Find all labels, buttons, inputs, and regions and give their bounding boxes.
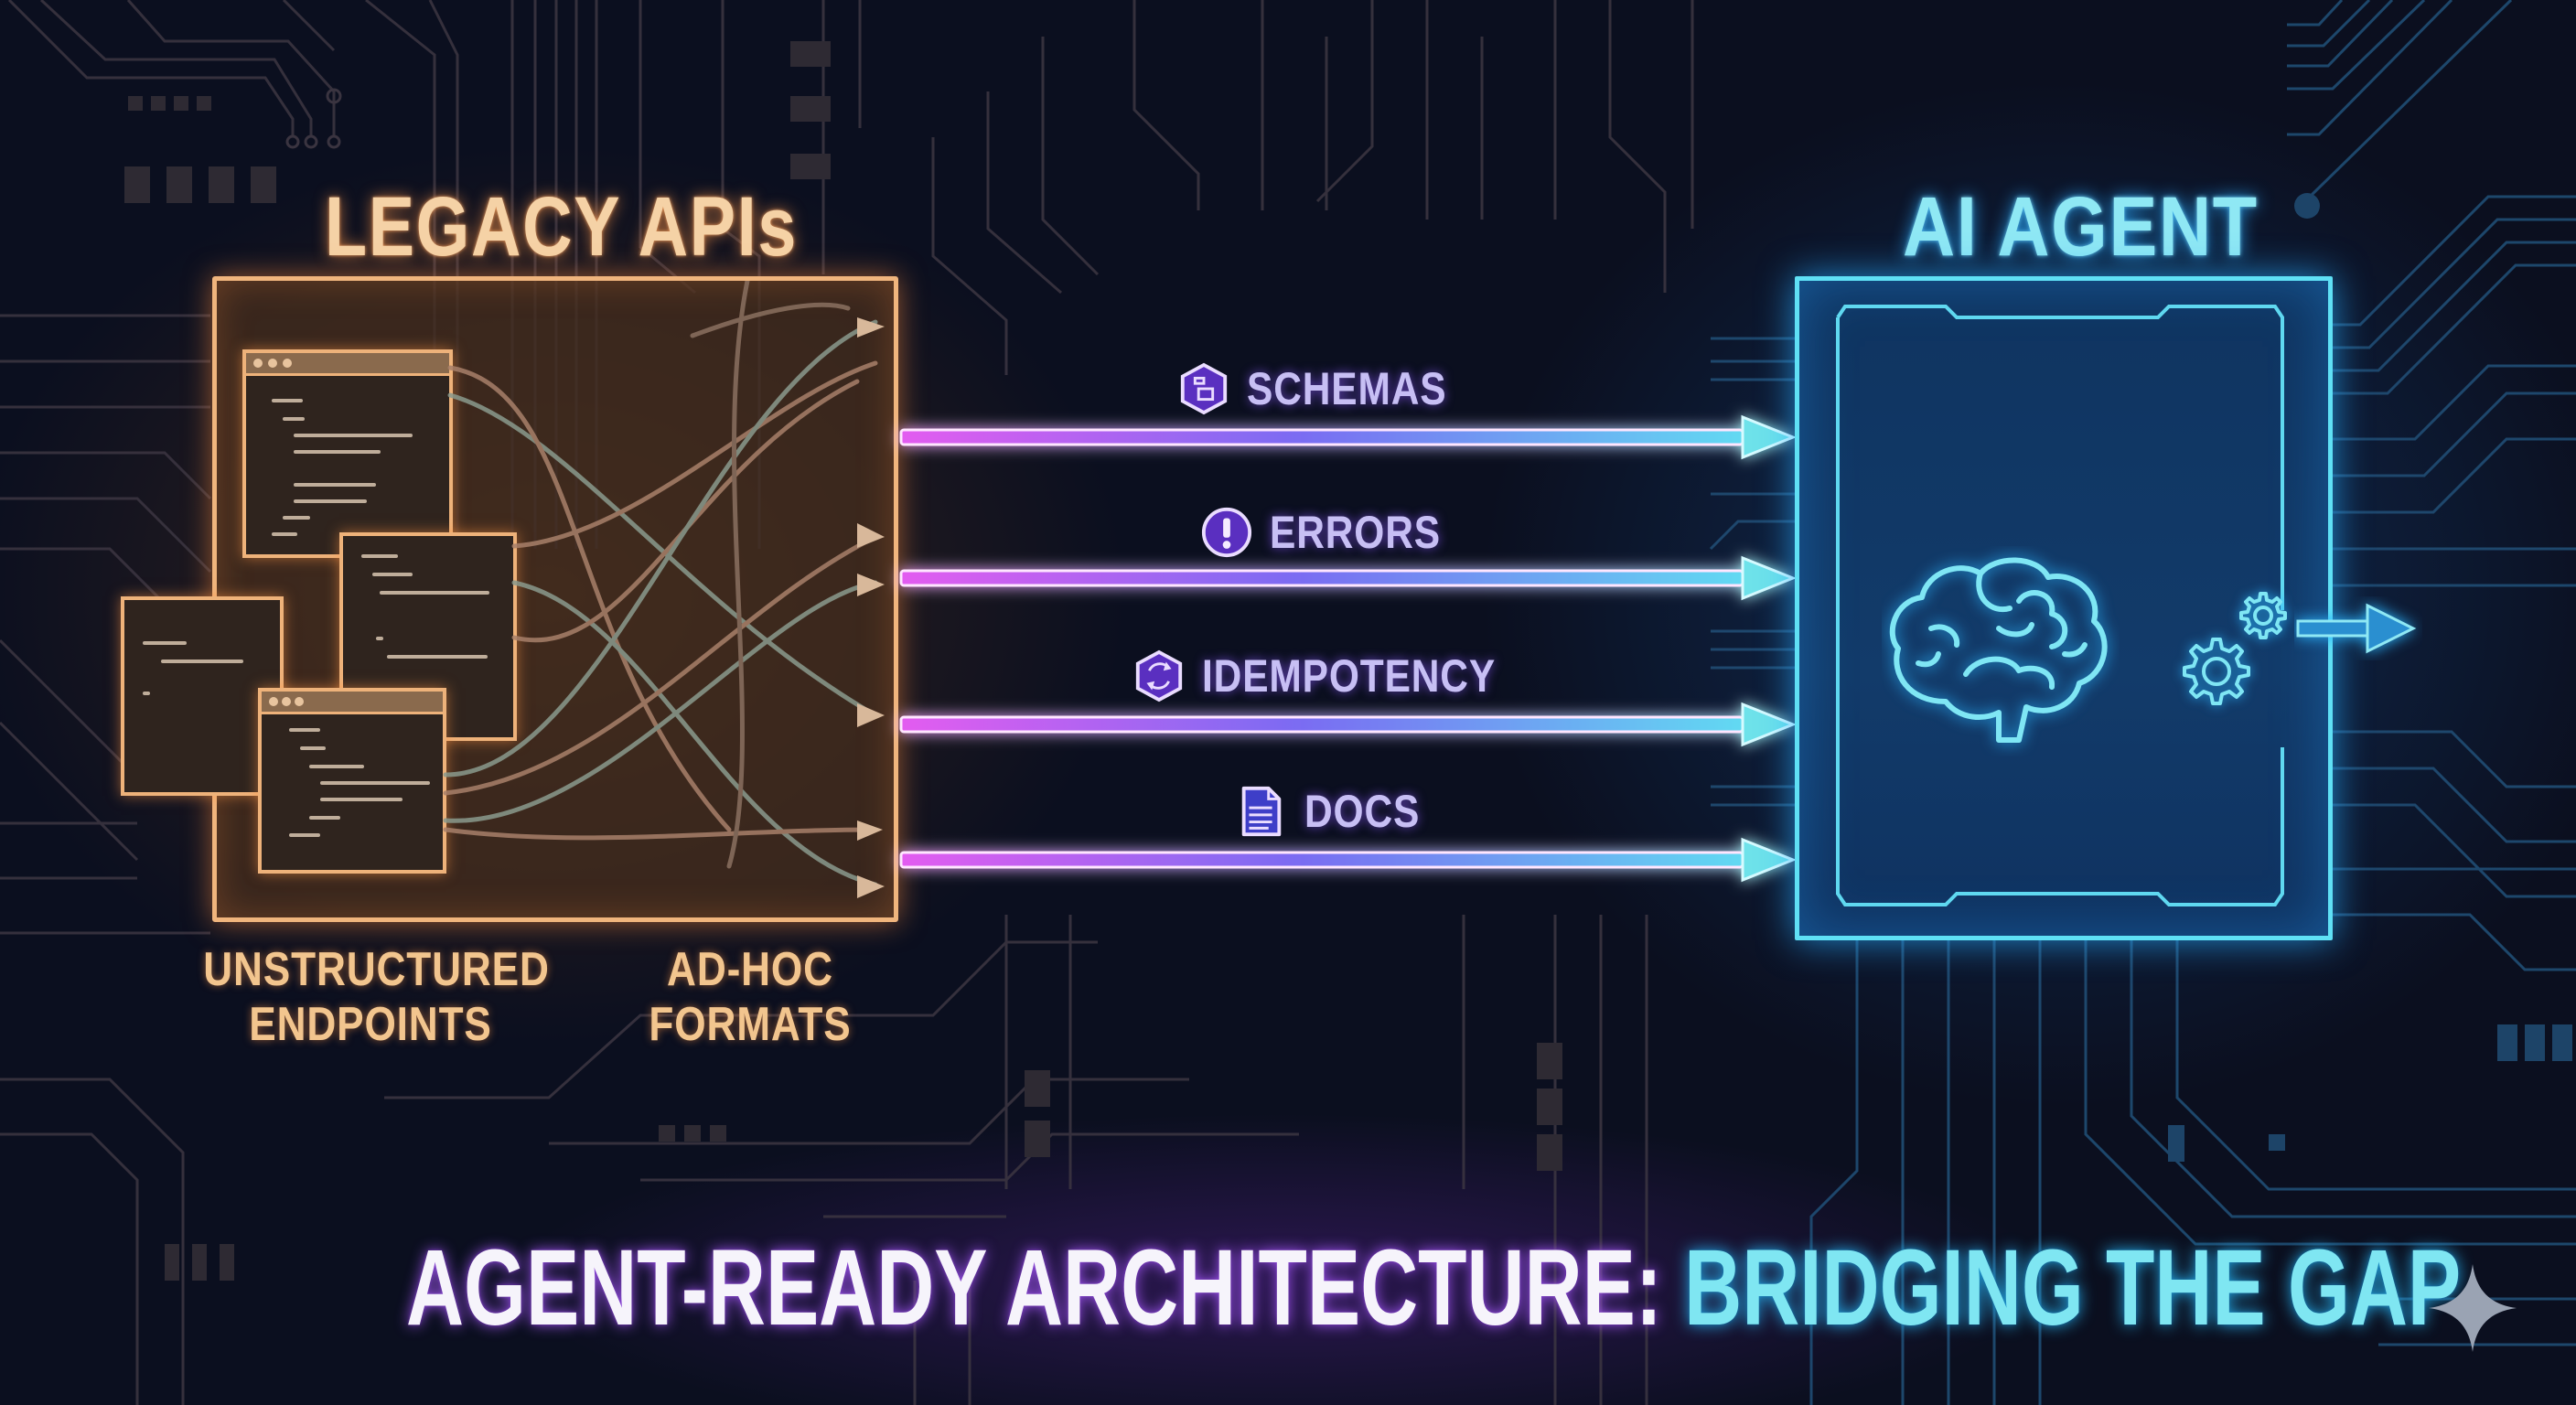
cycle-hexagon-icon (1135, 649, 1183, 702)
main-title-part1: AGENT-READY ARCHITECTURE: (406, 1228, 1662, 1348)
brain-icon (1889, 557, 2108, 743)
ad-hoc-formats-label: AD-HOC FORMATS (649, 943, 852, 1051)
agent-inner-frame (1836, 305, 2284, 906)
connection-label-schemas: SCHEMAS (1177, 362, 1482, 415)
ai-agent-box (1795, 276, 2333, 940)
arrow-docs (899, 837, 1798, 883)
ai-agent-title: AI AGENT (1903, 180, 2259, 273)
main-title: AGENT-READY ARCHITECTURE: BRIDGING THE G… (406, 1226, 2461, 1350)
arrow-errors (899, 555, 1798, 601)
code-window-icon (242, 349, 453, 558)
legacy-apis-title: LEGACY APIs (325, 180, 798, 273)
gears-icon (2183, 592, 2287, 705)
connection-label-docs: DOCS (1235, 785, 1440, 838)
schema-hexagon-icon (1180, 362, 1228, 415)
legacy-apis-box (121, 276, 898, 922)
connection-label-idempotency: IDEMPOTENCY (1132, 649, 1548, 702)
code-window-icon (121, 596, 284, 796)
document-icon (1241, 786, 1282, 837)
code-window-icon (258, 688, 446, 874)
arrow-schemas (899, 414, 1798, 460)
unstructured-endpoints-label: UNSTRUCTURED ENDPOINTS (203, 943, 550, 1051)
output-arrow-icon (2296, 603, 2417, 654)
sparkle-icon (2429, 1264, 2517, 1352)
exclamation-circle-icon (1201, 507, 1252, 558)
main-title-part2: BRIDGING THE GAP (1684, 1228, 2462, 1348)
tangled-connections (443, 281, 885, 898)
arrow-idempotency (899, 702, 1798, 747)
connection-label-errors: ERRORS (1200, 506, 1471, 559)
